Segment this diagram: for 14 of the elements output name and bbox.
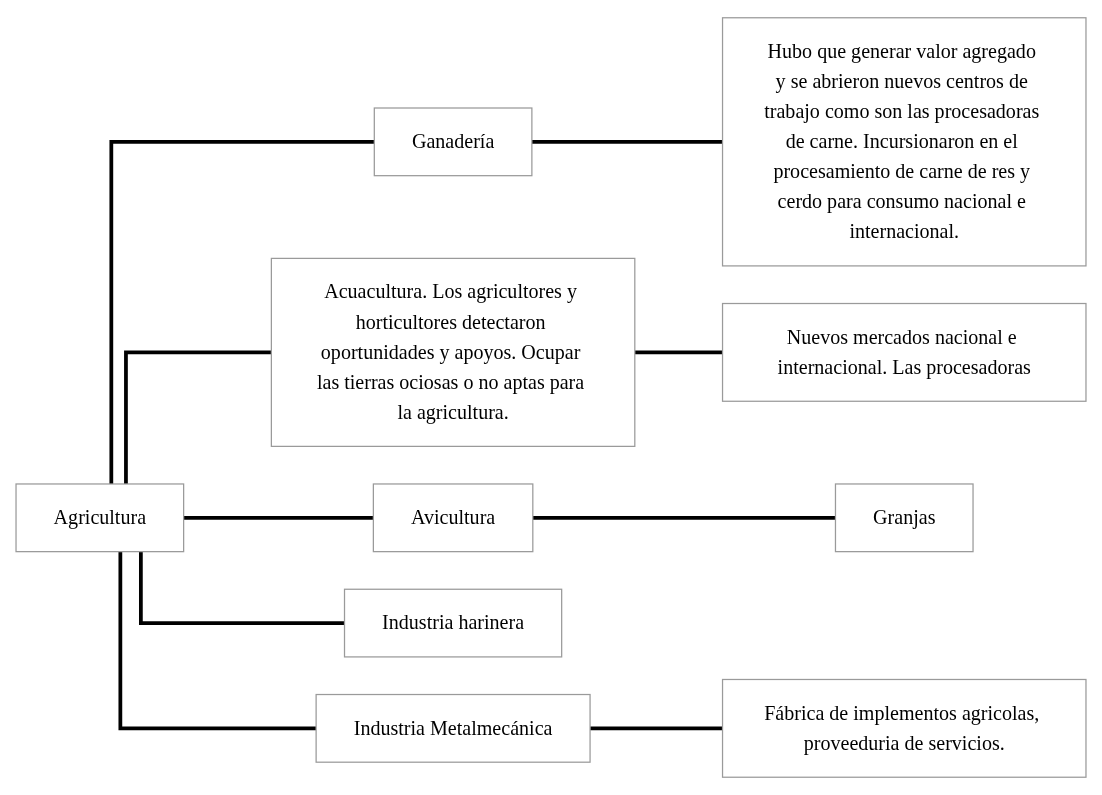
connector (139, 551, 345, 625)
node-box: Industria Metalmecánica (315, 693, 591, 763)
connector (124, 350, 272, 484)
node-box: Avicultura (372, 483, 534, 553)
node-box: Hubo que generar valor agregado y se abrieron nuevos centros de trabajo como son las procesadoras de carne. Incursionaron en el procesamiento de carne de res y cerdo para consumo nacional e internacional. (721, 17, 1087, 267)
connector (118, 551, 317, 731)
node-box: Fábrica de implementos agricolas, proveeduria de servicios. (721, 678, 1087, 778)
node-box: Industria harinera (343, 588, 563, 658)
node-box: Granjas (834, 483, 974, 553)
connector (109, 139, 375, 484)
node-box: Agricultura (15, 483, 185, 553)
node-box: Nuevos mercados nacional e internacional. Las procesadoras (721, 302, 1087, 402)
node-box: Acuacultura. Los agricultores y horticultores detectaron oportunidades y apoyos. Ocupar las tierras ociosas o no aptas para la agricultura. (270, 257, 636, 447)
node-box: Ganadería (373, 107, 533, 177)
